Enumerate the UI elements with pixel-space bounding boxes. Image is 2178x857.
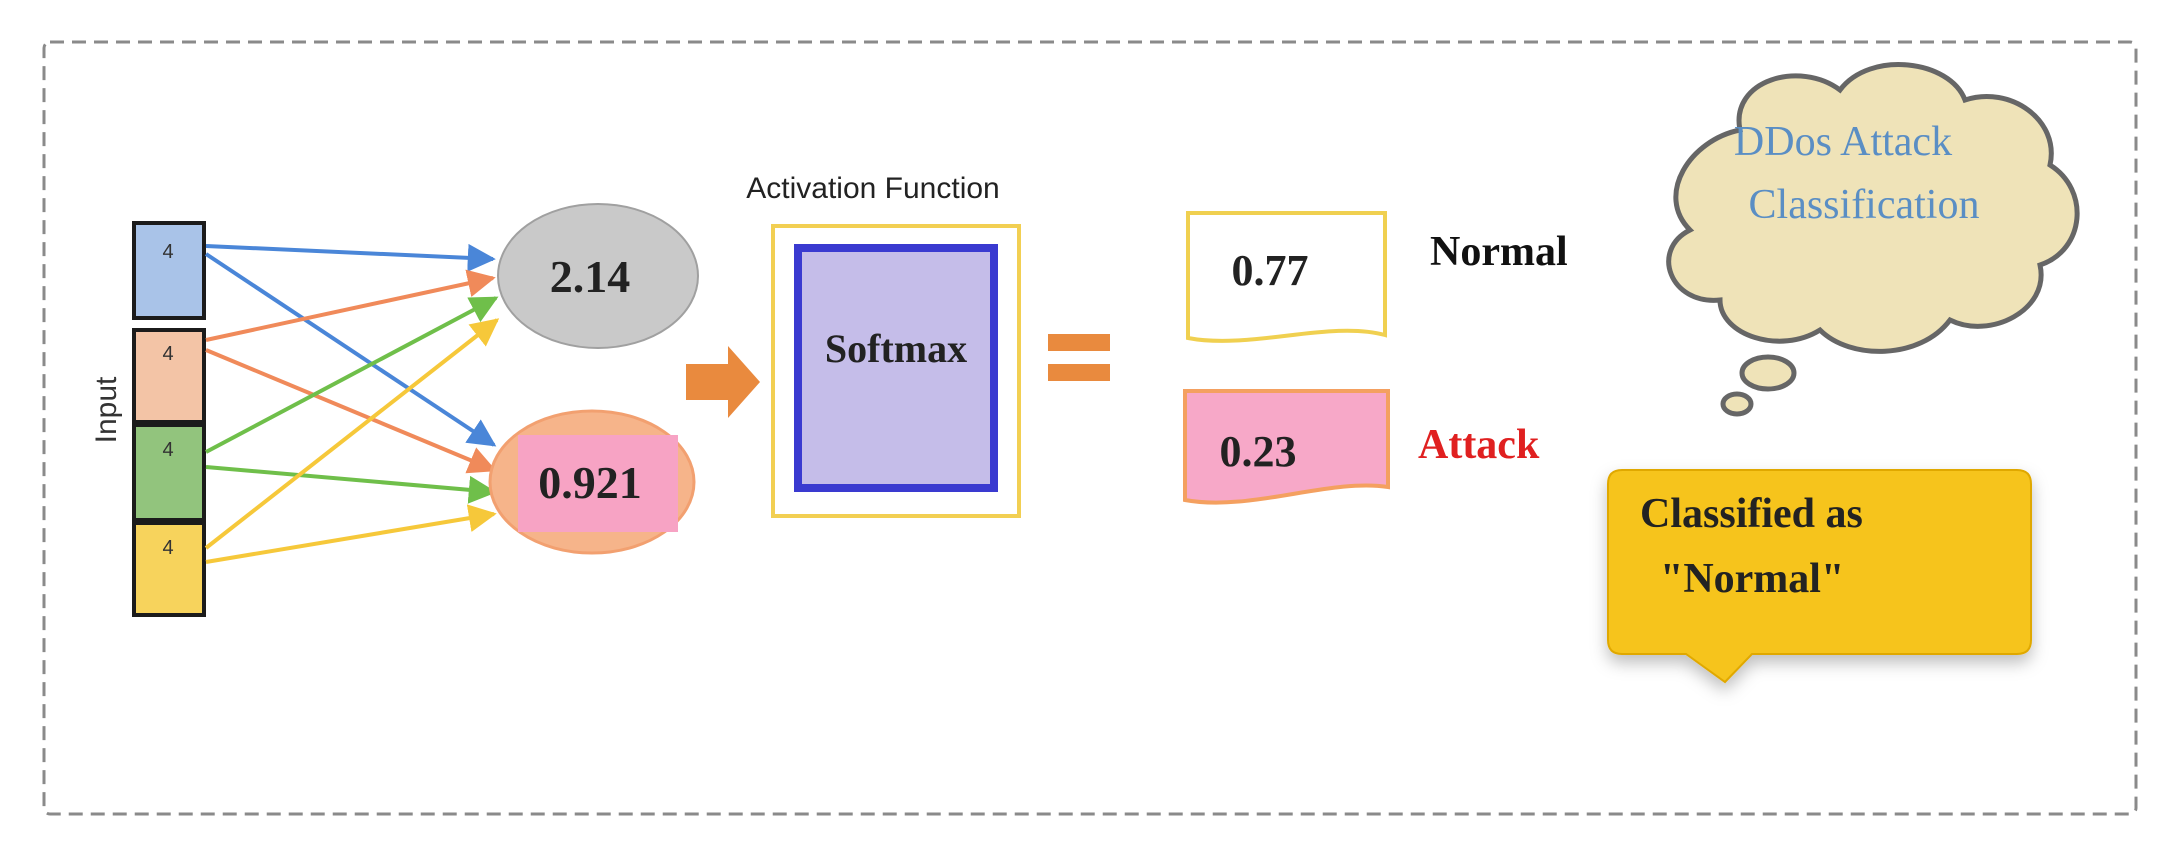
output-normal-box [1186, 211, 1387, 343]
classification-callout [1607, 469, 2032, 684]
arrow-orange-to-neuron-1 [205, 269, 496, 342]
arrow-orange-to-neuron-2 [205, 348, 497, 474]
cloud-line-1: DDos Attack [1734, 119, 1952, 165]
arrow-blue-to-neuron-1 [205, 243, 496, 272]
neuron-2: 0.921 [488, 409, 696, 555]
output-attack-box [1183, 389, 1390, 505]
arrow-blue-to-neuron-2 [204, 252, 497, 447]
softmax-label: Softmax [825, 326, 967, 371]
arrow-green-to-neuron-1 [205, 296, 499, 454]
callout-line-2: "Normal" [1660, 556, 1844, 602]
input-vector: 4 4 4 4 [132, 221, 206, 617]
neuron-2-value: 0.921 [538, 457, 642, 508]
output-attack-value: 0.23 [1220, 427, 1297, 476]
arrow-yellow-to-neuron-2 [205, 504, 497, 564]
thought-cloud: DDos Attack Classification [1666, 62, 2080, 417]
softmax-box [794, 244, 998, 492]
input-cell-1 [132, 221, 206, 320]
neuron-1: 2.14 [497, 203, 699, 349]
input-cell-3 [132, 423, 206, 522]
cloud-line-2: Classification [1749, 182, 1980, 228]
diagram-frame [42, 40, 2138, 816]
big-arrow-icon [686, 346, 760, 418]
input-cell-2 [132, 328, 206, 424]
output-normal-label: Normal [1430, 229, 1568, 275]
output-normal-value: 0.77 [1232, 246, 1309, 295]
neuron-1-value: 2.14 [550, 251, 631, 302]
input-label: Input [90, 376, 123, 443]
arrow-yellow-to-neuron-1 [204, 318, 500, 550]
callout-line-1: Classified as [1640, 491, 1863, 537]
equals-icon [1048, 334, 1110, 381]
connection-arrows [204, 243, 500, 564]
input-cell-2-value: 4 [162, 343, 173, 365]
output-attack-label: Attack [1418, 422, 1540, 468]
input-cell-1-value: 4 [162, 241, 173, 263]
input-cell-4-value: 4 [162, 537, 173, 559]
input-cell-4 [132, 521, 206, 617]
activation-title: Activation Function [746, 172, 999, 205]
arrow-green-to-neuron-2 [205, 465, 497, 504]
input-cell-3-value: 4 [162, 439, 173, 461]
